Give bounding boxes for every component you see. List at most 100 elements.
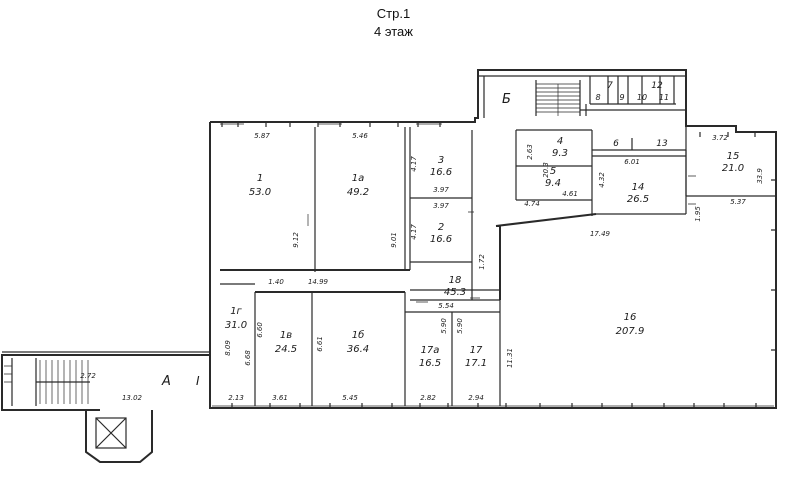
dimension: 4.61	[562, 190, 578, 198]
partition-17	[405, 300, 501, 406]
floor-title: 4 этаж	[374, 24, 413, 39]
dimension: 6.61	[316, 336, 324, 352]
dimension: 4.32	[598, 172, 606, 188]
room-area: 9.3	[552, 148, 568, 159]
room-number: 17	[470, 345, 483, 356]
dimension: 1.40	[268, 278, 284, 286]
dimension: 5.54	[438, 302, 454, 310]
west-stair-walls	[11, 358, 90, 406]
dimension: 20.3	[542, 162, 550, 178]
dimension: 2.72	[80, 372, 96, 380]
dimension: 3.97	[433, 186, 449, 194]
room-area: 31.0	[225, 320, 247, 331]
elevator-cab	[95, 417, 127, 449]
room-number: 15	[727, 151, 740, 162]
elevator-cross	[95, 417, 127, 449]
dimension: 2.94	[468, 394, 484, 402]
dimension: 3.97	[433, 202, 449, 210]
door-marks	[307, 175, 696, 303]
room-number: 10	[637, 93, 647, 102]
room-number: 12	[651, 81, 663, 91]
room-number: 1б	[352, 329, 365, 341]
north-core-walls	[478, 75, 686, 118]
room-number: 6	[613, 139, 619, 149]
room-number: 1в	[280, 330, 292, 341]
dimension: 33.9	[756, 168, 764, 184]
room-area: 9.4	[545, 178, 561, 189]
room-number: 5	[550, 166, 556, 177]
partition-16-diag	[495, 213, 597, 227]
room-area: 17.1	[465, 358, 487, 369]
wc-stalls	[589, 76, 676, 105]
dimension: 5.90	[456, 318, 464, 334]
room-area: 53.0	[249, 187, 271, 198]
dimension: 14.99	[308, 278, 329, 286]
partition-3-2	[410, 130, 473, 300]
outer-walls	[1, 69, 777, 411]
partition-1v-1b	[254, 292, 406, 406]
room-number: 1а	[352, 173, 365, 184]
partition-15	[685, 126, 776, 197]
west-stair-treads	[39, 360, 89, 404]
dimension: 5.46	[352, 132, 368, 140]
room-number: 18	[449, 275, 462, 286]
small-room-labels: 6 13 7 12 8 9 10 11	[595, 81, 669, 149]
room-number: 8	[595, 93, 600, 102]
room-area: 207.9	[616, 326, 645, 337]
elevator-outline	[85, 410, 153, 463]
dimension: 4.74	[524, 200, 540, 208]
partition-4-5	[515, 129, 593, 216]
dimension: 6.68	[244, 350, 252, 366]
dimension: 6.60	[256, 322, 264, 338]
room-area: 21.0	[722, 163, 744, 174]
dimension: 1.72	[478, 254, 486, 270]
room-area: 36.4	[347, 344, 369, 355]
dimension: 5.87	[254, 132, 270, 140]
room-number: 7	[607, 81, 613, 91]
dimension: 13.02	[122, 394, 143, 402]
dimension: 9.12	[292, 232, 300, 248]
dimension: 5.45	[342, 394, 358, 402]
room-number: 11	[659, 93, 669, 102]
dimension: 3.61	[272, 394, 288, 402]
room-area: 16.5	[419, 358, 441, 369]
partition-1-1a	[314, 127, 411, 272]
section-mark-i: I	[196, 374, 200, 388]
dimension: 1.95	[694, 206, 702, 222]
dimension: 4.17	[410, 156, 418, 172]
room-labels: 1 53.0 1а 49.2 3 16.6 2 16.6 4 9.3 5 9.4…	[225, 136, 744, 369]
page-number: Стр.1	[376, 6, 411, 21]
room-number: 1г	[230, 306, 242, 317]
dimension: 4.17	[410, 224, 418, 240]
room-number: 9	[619, 93, 624, 102]
room-number: 17а	[421, 345, 440, 356]
right-window-ticks	[771, 179, 776, 351]
room-number: 14	[632, 182, 645, 193]
west-stair	[4, 358, 90, 406]
dimension: 2.13	[228, 394, 244, 402]
corridor-walls	[580, 104, 686, 116]
room-area: 49.2	[347, 187, 369, 198]
room-number: 2	[438, 222, 444, 233]
room-area: 24.5	[275, 344, 297, 355]
north-core	[478, 75, 686, 118]
partition-16-west	[496, 225, 501, 300]
room-number: 13	[656, 139, 668, 149]
dimension: 11.31	[506, 348, 514, 368]
room-number: 3	[438, 155, 444, 166]
room-number: 16	[624, 312, 637, 323]
room-number: 1	[257, 173, 263, 184]
dimension: 2.63	[526, 144, 534, 160]
north-stair-treads	[536, 83, 580, 116]
top-window-ticks	[221, 122, 756, 137]
stair-label-b: Б	[502, 92, 511, 107]
partition-18	[410, 289, 500, 301]
dimension: 5.37	[730, 198, 746, 206]
dimension: 9.01	[390, 232, 398, 248]
interior-walls	[220, 126, 776, 406]
room-number: 4	[557, 136, 563, 147]
dimension: 3.72	[712, 134, 728, 142]
room-area: 45.3	[444, 287, 466, 298]
dimension: 5.90	[440, 318, 448, 334]
